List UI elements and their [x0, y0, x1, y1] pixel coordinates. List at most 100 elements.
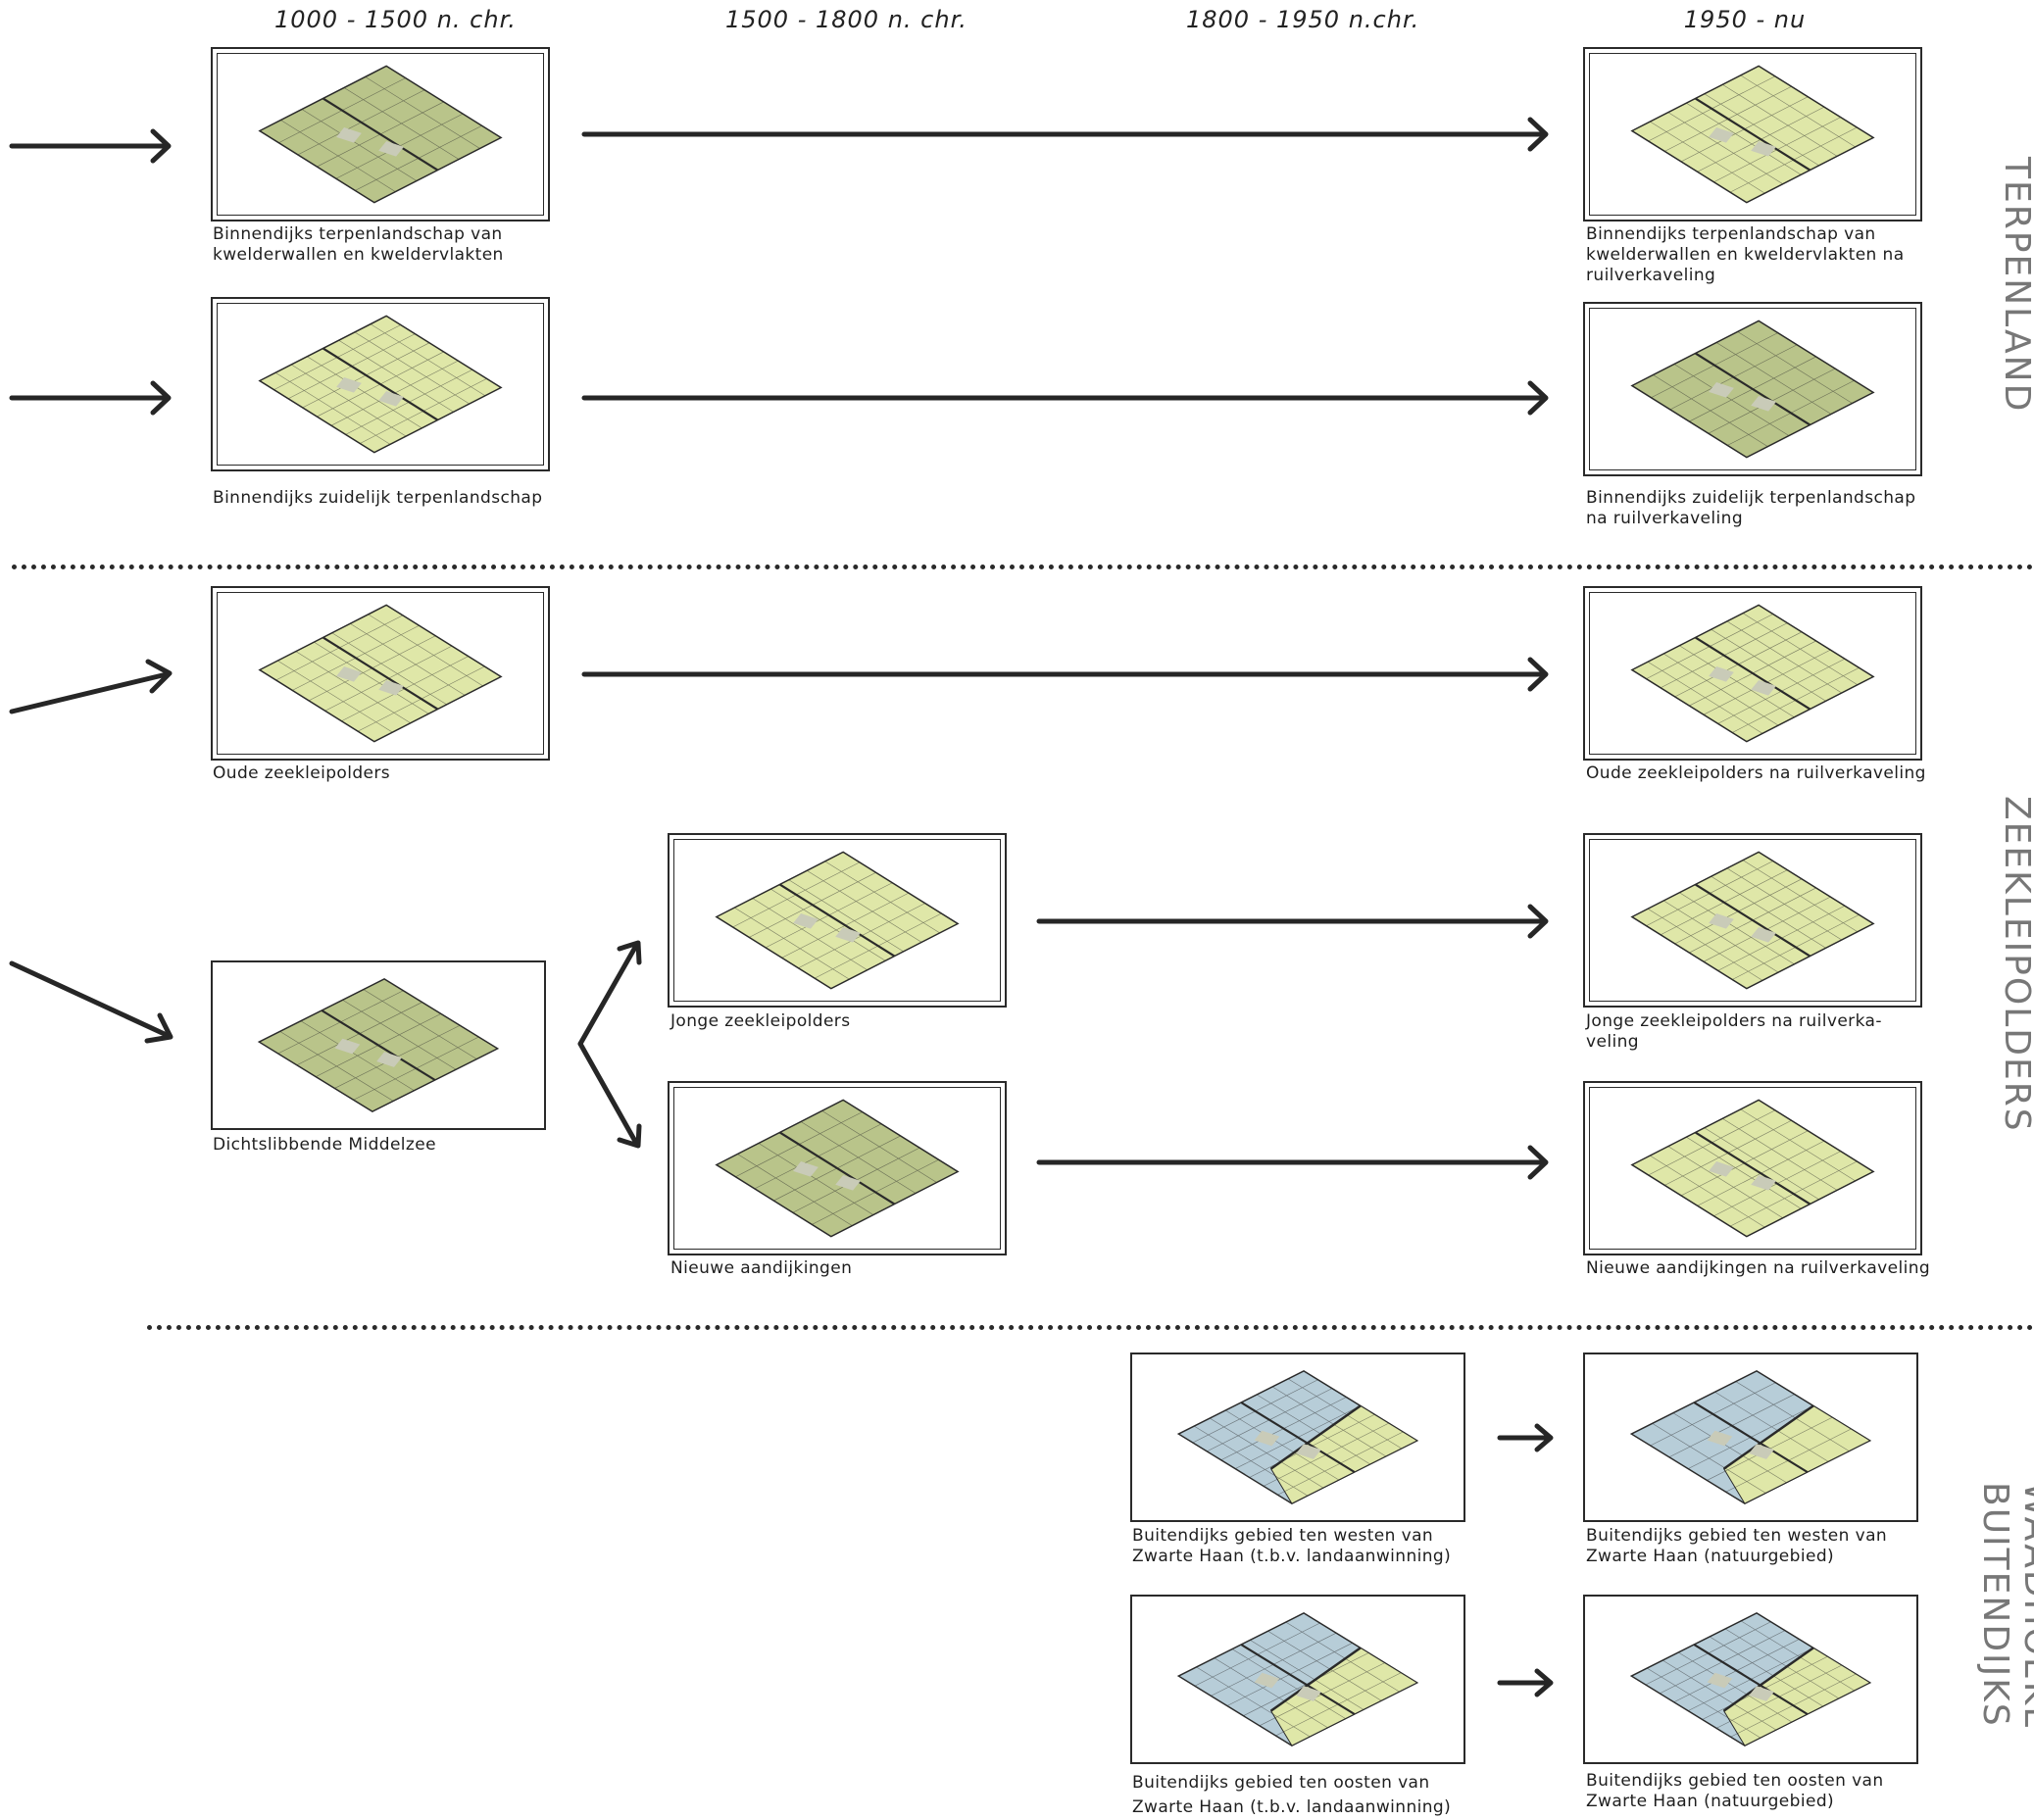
map-sketch [715, 851, 960, 990]
section-separator-1 [12, 565, 2034, 569]
map-buitendijks-west-1950 [1583, 1353, 1918, 1522]
period-header-1500-1800: 1500 - 1800 n. chr. [725, 6, 967, 33]
arrow-head [1534, 1423, 1554, 1452]
map-patch [1707, 1430, 1733, 1447]
map-terpen-kwelder-1000 [211, 47, 550, 221]
map-nieuwe-aandijkingen-1950 [1583, 1081, 1922, 1255]
map-patch [1751, 140, 1776, 157]
section-label-buitendijks: BUITENDIJKS [1975, 1482, 2015, 1728]
caption-buitendijks-west-natuur: Buitendijks gebied ten westen van Zwarte… [1586, 1526, 1888, 1566]
incoming-arrow [9, 671, 170, 714]
map-patch [336, 377, 362, 393]
arrow-head [1527, 1145, 1549, 1180]
caption-jonge-zeeklei: Jonge zeekleipolders [670, 1011, 851, 1031]
map-sketch [1630, 604, 1875, 743]
arrow-head [1527, 657, 1549, 692]
map-sketch [1630, 65, 1875, 204]
map-dike [1722, 1647, 1814, 1712]
map-sketch [1629, 1370, 1872, 1504]
map-patch [1709, 127, 1734, 143]
branch-arrow-up [577, 941, 640, 1047]
arrow-head [150, 380, 172, 416]
map-buitendijks-west-1800 [1130, 1353, 1465, 1522]
map-patch [378, 140, 404, 157]
map-road [778, 1131, 896, 1205]
map-road [1694, 883, 1811, 958]
map-oude-zeeklei-1950 [1583, 586, 1922, 761]
map-road [1240, 1402, 1356, 1473]
arrow-head [617, 1123, 642, 1149]
map-sketch [1630, 851, 1875, 990]
map-patch [1751, 679, 1776, 696]
map-road [1694, 352, 1811, 426]
branch-arrow-down [577, 1041, 640, 1148]
caption-terpen-kwelder: Binnendijks terpenlandschap van kwelderw… [213, 224, 504, 265]
map-road [1693, 1644, 1809, 1715]
map-road [322, 347, 439, 421]
map-dike [1722, 1404, 1814, 1470]
map-patch [1254, 1672, 1280, 1689]
map-patch [1709, 666, 1734, 682]
map-patch [1254, 1430, 1280, 1447]
map-patch [1296, 1686, 1321, 1701]
map-road [1693, 1402, 1809, 1473]
map-parcel-grid [1646, 860, 1860, 981]
map-patch [1749, 1686, 1774, 1701]
map-patch [793, 1161, 819, 1177]
map-sketch [1629, 1612, 1872, 1746]
map-jonge-zeeklei-1500 [668, 833, 1007, 1008]
map-patch [835, 1174, 861, 1191]
map-parcel-grid [1194, 1621, 1402, 1738]
arrow-head [150, 128, 172, 164]
caption-jonge-zeeklei-ruilverkaveling: Jonge zeekleipolders na ruilverka-veling [1586, 1011, 1882, 1052]
map-terpen-kwelder-1950 [1583, 47, 1922, 221]
caption-terpen-kwelder-ruilverkaveling: Binnendijks terpenlandschap van kwelderw… [1586, 224, 1905, 285]
map-parcel-grid [1648, 1108, 1858, 1228]
map-patch [1709, 1161, 1734, 1177]
section-label-terpenland: TERPENLAND [1997, 157, 2034, 414]
map-dike [1269, 1404, 1362, 1470]
caption-terpen-zuidelijk-ruilverkaveling: Binnendijks zuidelijk terpenlandschap na… [1586, 488, 1916, 528]
map-parcel-grid [1645, 1620, 1857, 1739]
map-road [1694, 97, 1811, 172]
map-nieuwe-aandijkingen-1500 [668, 1081, 1007, 1255]
caption-buitendijks-oost-landaanwinning: Buitendijks gebied ten oosten van Zwarte… [1132, 1773, 1452, 1817]
map-sketch [258, 65, 503, 204]
map-patch [1709, 382, 1734, 398]
map-sketch [715, 1099, 960, 1238]
map-patch [1709, 913, 1734, 929]
map-oude-zeeklei-1000 [211, 586, 550, 761]
section-separator-2 [147, 1325, 2034, 1330]
arrow-head [1534, 1668, 1554, 1697]
map-patch [336, 127, 362, 143]
caption-buitendijks-oost-natuur: Buitendijks gebied ten oosten van Zwarte… [1586, 1771, 1884, 1811]
map-road [1694, 636, 1811, 711]
arrow-head [144, 1012, 174, 1044]
period-header-1950-nu: 1950 - nu [1683, 6, 1807, 33]
map-patch [376, 1052, 402, 1067]
map-patch [378, 390, 404, 407]
map-patch [793, 913, 819, 929]
map-road [1694, 1131, 1811, 1205]
map-sketch [258, 315, 503, 454]
arrow-head [617, 940, 642, 965]
incoming-arrow [9, 960, 172, 1039]
map-terpen-zuidelijk-1950 [1583, 302, 1922, 476]
section-label-waadhoeke: WAADHOEKE [2016, 1482, 2034, 1732]
map-patch [835, 926, 861, 943]
caption-oude-zeeklei: Oude zeekleipolders [213, 763, 391, 783]
map-sketch [1630, 320, 1875, 459]
map-middelzee-1000 [211, 960, 546, 1130]
map-buitendijks-oost-1950 [1583, 1595, 1918, 1764]
caption-oude-zeeklei-ruilverkaveling: Oude zeekleipolders na ruilverkaveling [1586, 763, 1926, 783]
caption-buitendijks-west-landaanwinning: Buitendijks gebied ten westen van Zwarte… [1132, 1526, 1452, 1566]
map-parcel-grid [732, 861, 942, 980]
map-jonge-zeeklei-1950 [1583, 833, 1922, 1008]
arrow-head [1527, 117, 1549, 152]
map-patch [1707, 1672, 1733, 1689]
section-label-zeekleipolders: ZEEKLEIPOLDERS [1997, 796, 2034, 1133]
map-patch [1751, 926, 1776, 943]
period-header-1000-1500: 1000 - 1500 n. chr. [274, 6, 517, 33]
map-road [322, 636, 439, 711]
map-patch [1296, 1444, 1321, 1459]
